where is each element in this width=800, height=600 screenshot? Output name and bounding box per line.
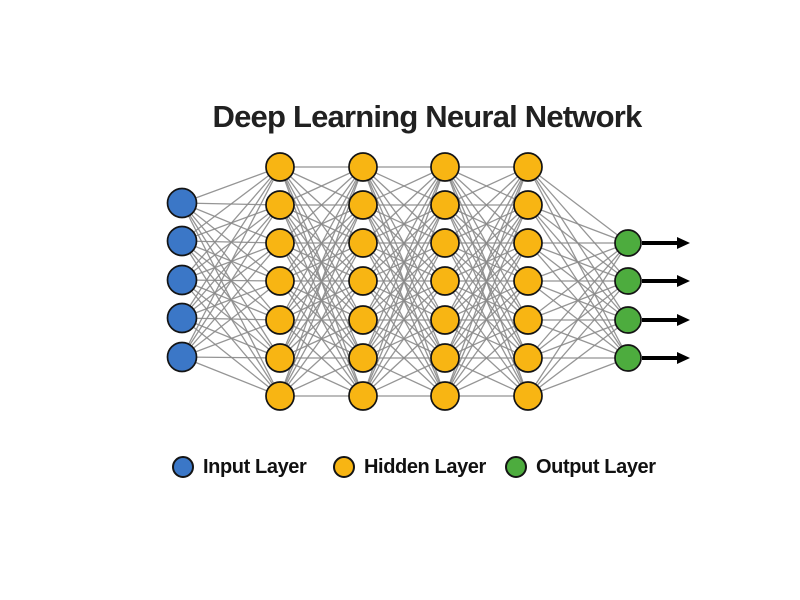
output-arrows	[642, 237, 690, 364]
hidden-node-icon	[348, 343, 378, 373]
diagram-title: Deep Learning Neural Network	[212, 99, 643, 134]
hidden-node-icon	[265, 190, 295, 220]
hidden-node-icon	[513, 343, 543, 373]
output-node-icon	[614, 267, 642, 295]
output-node-icon	[614, 306, 642, 334]
hidden-node-icon	[513, 266, 543, 296]
hidden-node-icon	[348, 152, 378, 182]
hidden-node-icon	[348, 381, 378, 411]
output-node-icon	[614, 229, 642, 257]
hidden-node-icon	[513, 228, 543, 258]
input-layer	[166, 187, 198, 373]
hidden-4-layer	[513, 152, 543, 411]
hidden-node-icon	[430, 305, 460, 335]
output-arrowhead-icon	[677, 275, 690, 287]
output-arrowhead-icon	[677, 314, 690, 326]
connection-lines	[181, 166, 629, 397]
input-node-icon	[166, 302, 198, 334]
hidden-node-icon	[348, 266, 378, 296]
hidden-node-icon	[430, 190, 460, 220]
output-arrowhead-icon	[677, 237, 690, 249]
legend-swatch-output-icon	[505, 456, 527, 478]
legend-label-input: Input Layer	[203, 456, 307, 478]
hidden-node-icon	[430, 381, 460, 411]
hidden-node-icon	[265, 305, 295, 335]
legend-label-output: Output Layer	[536, 456, 656, 478]
output-node-icon	[614, 344, 642, 372]
input-node-icon	[166, 264, 198, 296]
hidden-node-icon	[348, 305, 378, 335]
hidden-node-icon	[265, 343, 295, 373]
hidden-node-icon	[430, 266, 460, 296]
hidden-3-layer	[430, 152, 460, 411]
hidden-node-icon	[265, 381, 295, 411]
hidden-node-icon	[430, 343, 460, 373]
hidden-node-icon	[265, 266, 295, 296]
legend-item-hidden: Hidden Layer	[333, 455, 486, 479]
hidden-node-icon	[513, 305, 543, 335]
output-arrowhead-icon	[677, 352, 690, 364]
legend-item-output: Output Layer	[505, 455, 656, 479]
legend-swatch-hidden-icon	[333, 456, 355, 478]
hidden-node-icon	[430, 228, 460, 258]
hidden-node-icon	[348, 228, 378, 258]
input-node-icon	[166, 341, 198, 373]
hidden-node-icon	[513, 152, 543, 182]
hidden-node-icon	[265, 228, 295, 258]
hidden-2-layer	[348, 152, 378, 411]
hidden-node-icon	[265, 152, 295, 182]
hidden-node-icon	[348, 190, 378, 220]
legend: Input Layer Hidden Layer Output Layer	[0, 455, 800, 479]
hidden-1-layer	[265, 152, 295, 411]
legend-label-hidden: Hidden Layer	[364, 456, 486, 478]
hidden-node-icon	[513, 381, 543, 411]
legend-swatch-input-icon	[172, 456, 194, 478]
legend-item-input: Input Layer	[172, 455, 307, 479]
hidden-node-icon	[430, 152, 460, 182]
input-node-icon	[166, 187, 198, 219]
input-node-icon	[166, 225, 198, 257]
output-layer	[614, 229, 642, 372]
hidden-node-icon	[513, 190, 543, 220]
